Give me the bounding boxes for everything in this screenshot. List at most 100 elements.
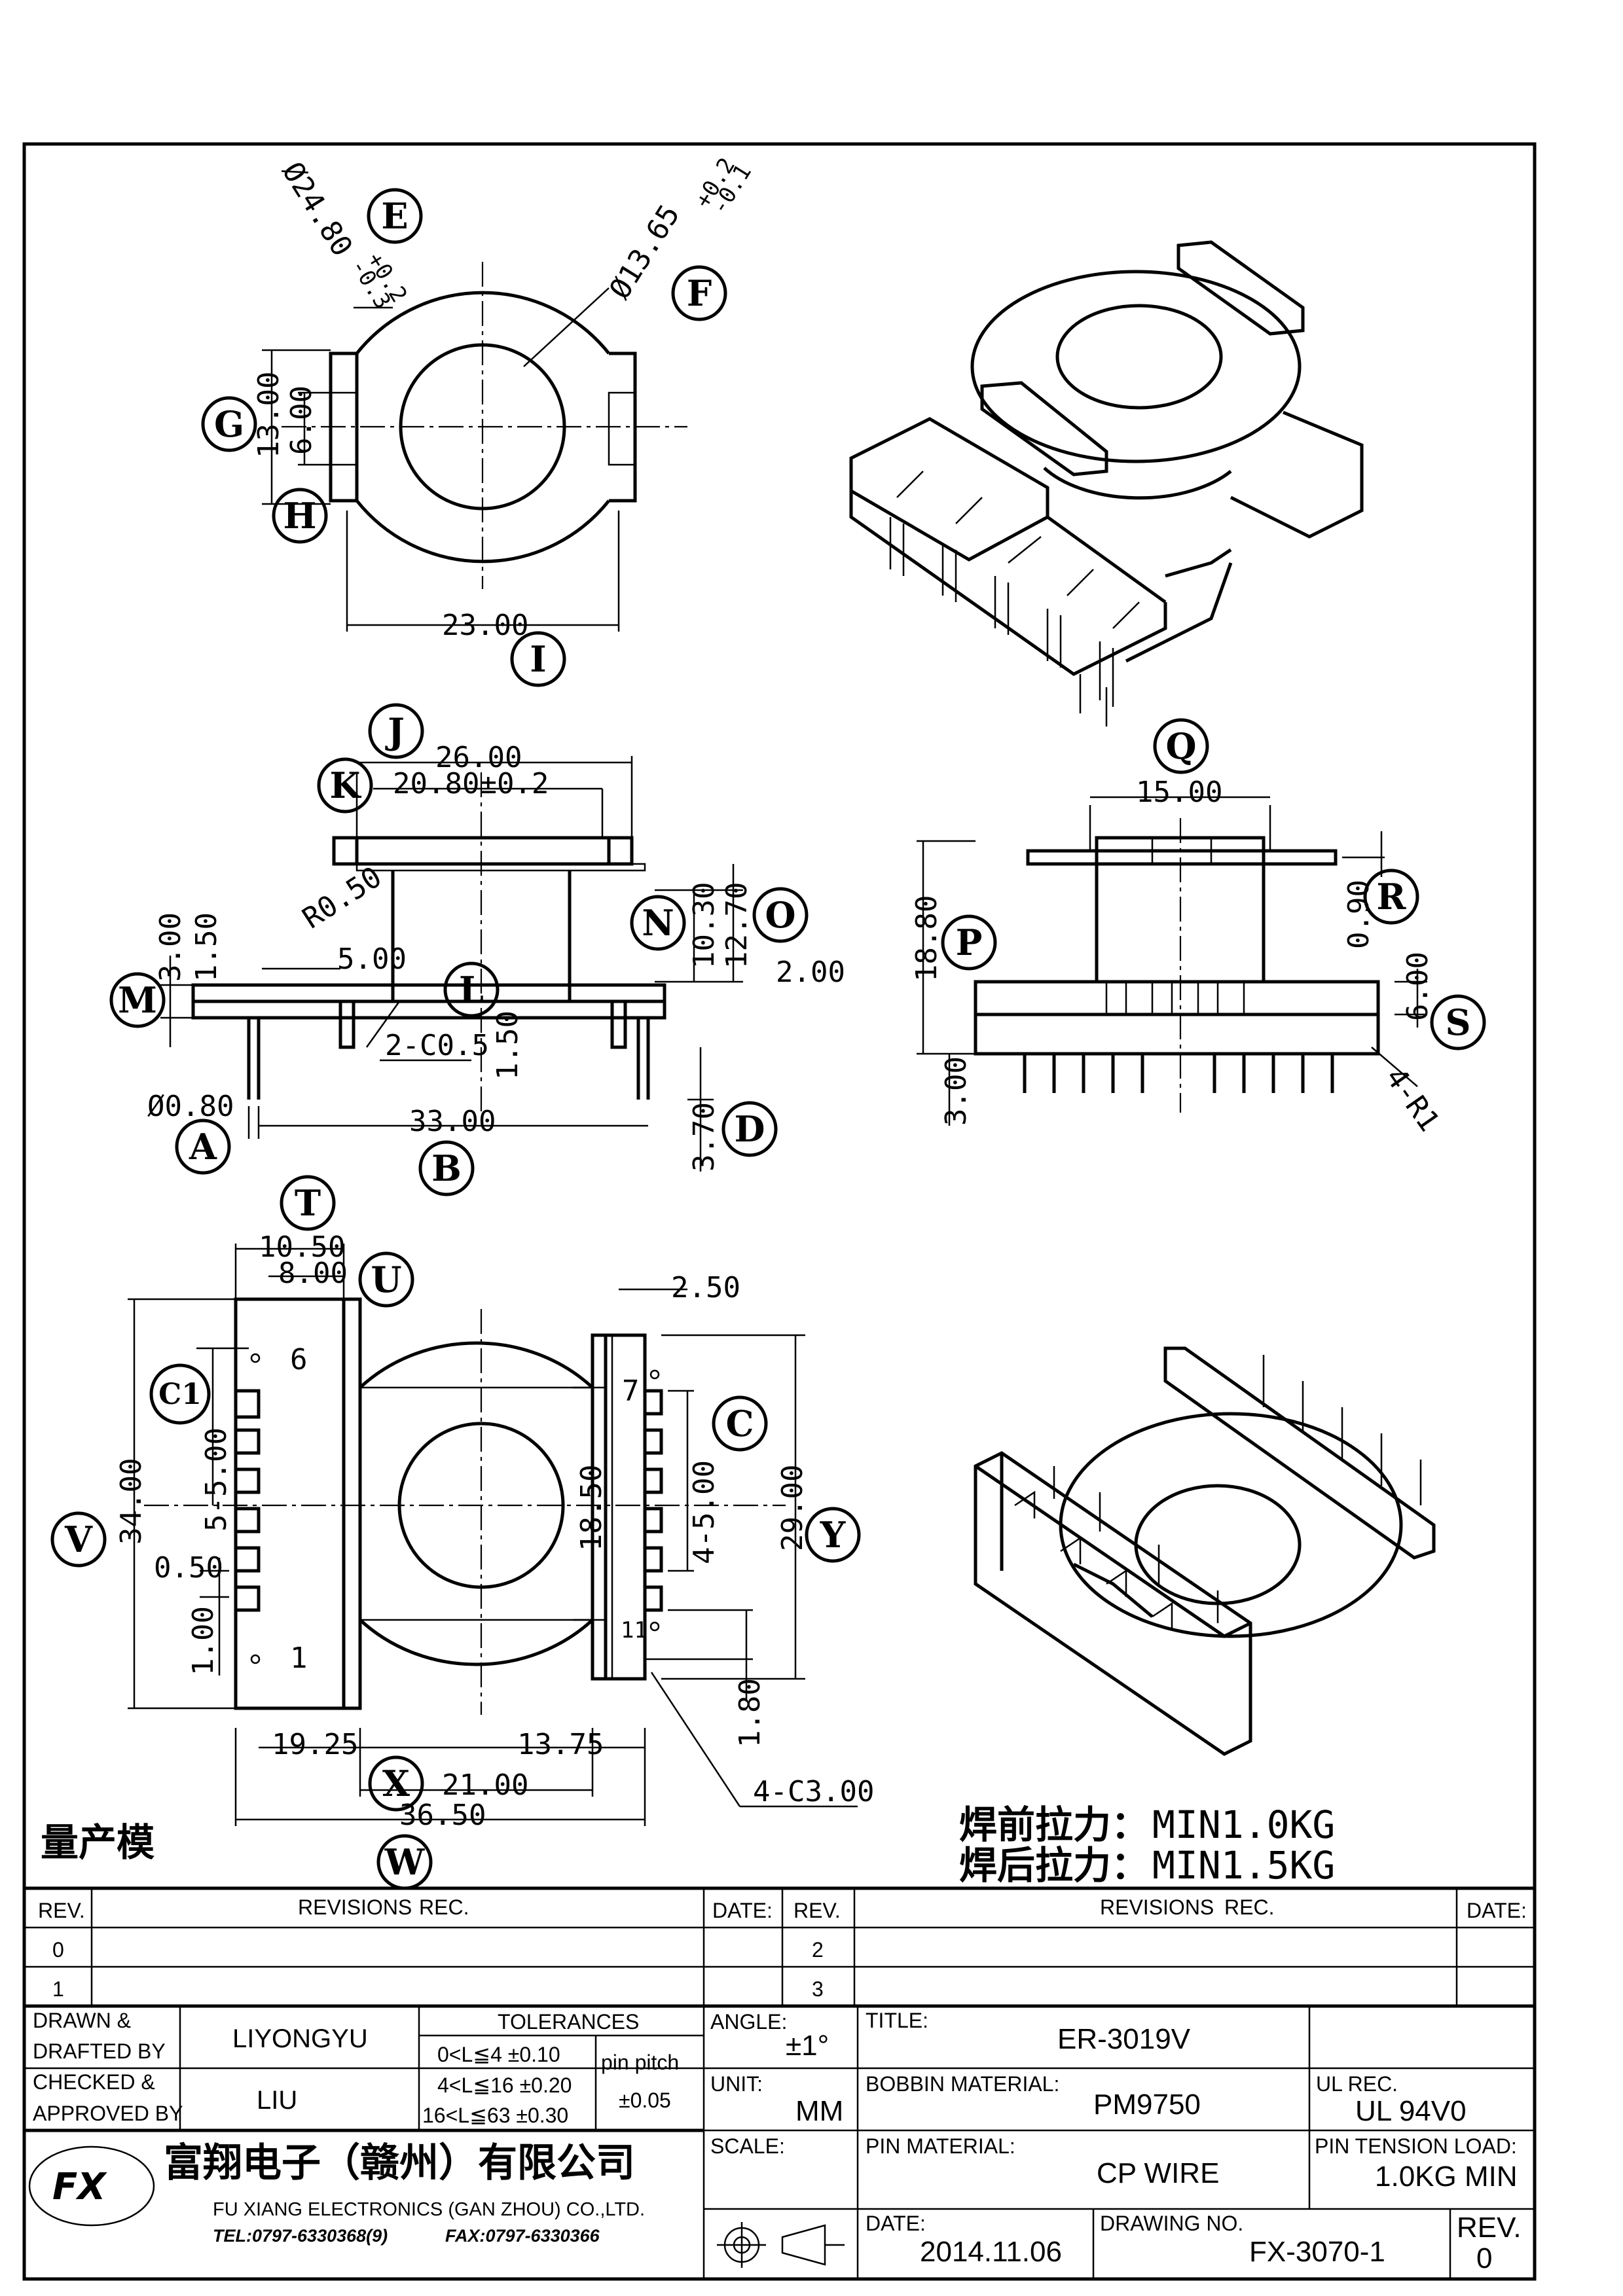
tb-drawn-label-1: DRAWN & (33, 2009, 131, 2032)
svg-text:R: R (1377, 876, 1407, 918)
svg-text:P: P (956, 922, 983, 963)
bottom-dim-5-5: 5-5.00 (200, 1427, 233, 1532)
front-view (160, 756, 743, 1172)
bottom-dim-4-5: 4-5.00 (687, 1460, 721, 1564)
svg-text:N: N (642, 902, 674, 944)
bottom-dim-1-8: 1.80 (733, 1678, 767, 1748)
tb-rev-label: REV. (1457, 2212, 1522, 2244)
bottom-pin-11: 11 (621, 1617, 647, 1643)
tb-drawn-label-2: DRAFTED BY (33, 2039, 166, 2063)
svg-text:I: I (530, 638, 546, 680)
bubble-l: L (443, 961, 500, 1018)
front-dim-33: 33.00 (409, 1105, 496, 1138)
svg-text:K: K (330, 764, 362, 806)
tb-company-cn: 富翔电子（赣州）有限公司 (164, 2140, 635, 2186)
pull-after-label: 焊后拉力： (959, 1843, 1149, 1888)
tb-tol-row-1: 4<L≦16 ±0.20 (437, 2073, 572, 2097)
bottom-pin-1: 1 (290, 1641, 308, 1675)
bottom-dim-19-25: 19.25 (272, 1728, 358, 1761)
svg-text:C1: C1 (158, 1378, 202, 1411)
tb-title-label: TITLE: (866, 2009, 928, 2032)
svg-text:C: C (726, 1403, 754, 1444)
svg-text:Q: Q (1165, 725, 1196, 767)
pull-after-value: MIN1.5KG (1152, 1843, 1335, 1888)
tb-unit-value: MM (795, 2095, 843, 2127)
bubble-t: T (280, 1175, 336, 1231)
tb-ul-rec-label: UL REC. (1316, 2072, 1398, 2096)
svg-text:U: U (371, 1259, 401, 1300)
bubble-o: O (752, 887, 809, 943)
top-dim-23: 23.00 (442, 609, 528, 642)
tb-checked-label-1: CHECKED & (33, 2070, 155, 2094)
svg-text:H: H (283, 495, 316, 537)
side-view (917, 796, 1427, 1126)
title-block: FX (24, 1886, 1535, 2279)
front-dim-2-c0-5: 2-C0.5 (385, 1029, 489, 1062)
tb-pin-material-label: PIN MATERIAL: (866, 2134, 1015, 2158)
tb-angle-value: ±1° (786, 2030, 829, 2062)
bubble-u: U (358, 1251, 414, 1308)
bubble-k: K (317, 757, 373, 814)
tb-tolerances-header: TOLERANCES (498, 2010, 639, 2034)
bottom-dim-1: 1.00 (187, 1606, 220, 1676)
front-dim-pin-dia: Ø0.80 (147, 1090, 234, 1123)
isometric-view-top (849, 240, 1364, 726)
front-dim-3: 3.00 (154, 912, 187, 982)
front-dim-r0-5: R0.50 (297, 860, 388, 935)
tb-rev-value: 0 (1476, 2242, 1492, 2274)
bubble-c: C (712, 1395, 768, 1452)
top-view (262, 262, 687, 632)
bubble-c1: C1 (149, 1363, 211, 1425)
tb-unit-label: UNIT: (710, 2072, 763, 2096)
svg-text:G: G (214, 403, 244, 445)
bottom-dim-18-5: 18.50 (575, 1465, 608, 1551)
bubble-d: D (721, 1101, 778, 1157)
svg-text:FX: FX (52, 2166, 107, 2208)
svg-text:S: S (1446, 1001, 1471, 1043)
front-dim-3-7: 3.70 (687, 1102, 721, 1172)
bubble-i: I (510, 631, 566, 687)
svg-text:Y: Y (820, 1514, 847, 1556)
top-dim-6: 6.00 (285, 386, 318, 455)
tb-rev-row-2: 2 (812, 1938, 824, 1962)
pull-before-value: MIN1.0KG (1152, 1803, 1335, 1847)
bottom-dim-10-5: 10.50 (259, 1230, 345, 1264)
front-dim-20-80: 20.80±0.2 (393, 767, 549, 800)
side-dim-3: 3.00 (939, 1056, 973, 1126)
bubble-a: A (175, 1119, 231, 1175)
mass-production-note: 量产模 (41, 1820, 155, 1865)
bubble-n: N (630, 895, 686, 951)
front-dim-5: 5.00 (337, 942, 407, 976)
tb-date-header-right: DATE: (1467, 1899, 1527, 1922)
tb-rev-row-3: 3 (812, 1977, 824, 2001)
side-dim-6: 6.00 (1401, 952, 1434, 1021)
tb-rec-header-left: REC. (419, 1895, 469, 1919)
bottom-dim-34: 34.00 (115, 1458, 148, 1545)
bubble-g: G (201, 396, 257, 452)
tb-pin-tension-value: 1.0KG MIN (1375, 2161, 1518, 2193)
tb-revisions-header-left: REVISIONS (298, 1895, 412, 1919)
top-dim-13: 13.00 (252, 372, 285, 458)
svg-text:D: D (735, 1108, 765, 1150)
tb-scale-label: SCALE: (710, 2134, 785, 2158)
bottom-dim-4-c3: 4-C3.00 (753, 1775, 874, 1808)
bubble-r: R (1363, 869, 1419, 925)
tb-drawing-no-label: DRAWING NO. (1100, 2212, 1243, 2235)
bottom-dim-2-5: 2.50 (671, 1271, 740, 1304)
svg-text:T: T (295, 1182, 321, 1224)
tb-rev-row-1: 1 (52, 1977, 64, 2001)
tb-drawing-no-value: FX-3070-1 (1249, 2236, 1385, 2268)
tb-tel: TEL:0797-6330368(9) (213, 2226, 388, 2246)
bubble-p: P (941, 914, 997, 971)
front-dim-1-5a: 1.50 (190, 912, 223, 982)
svg-text:O: O (765, 894, 795, 936)
tb-company-en: FU XIANG ELECTRONICS (GAN ZHOU) CO.,LTD. (213, 2199, 645, 2220)
side-dim-4-r1: 4-R1 (1379, 1062, 1446, 1138)
tb-rec-header-right: REC. (1224, 1895, 1274, 1919)
bottom-pin-6: 6 (290, 1343, 308, 1376)
side-dim-15: 15.00 (1136, 776, 1222, 809)
tb-checked-by: LIU (257, 2086, 297, 2115)
tb-angle-label: ANGLE: (710, 2010, 787, 2034)
svg-text:V: V (64, 1518, 93, 1560)
